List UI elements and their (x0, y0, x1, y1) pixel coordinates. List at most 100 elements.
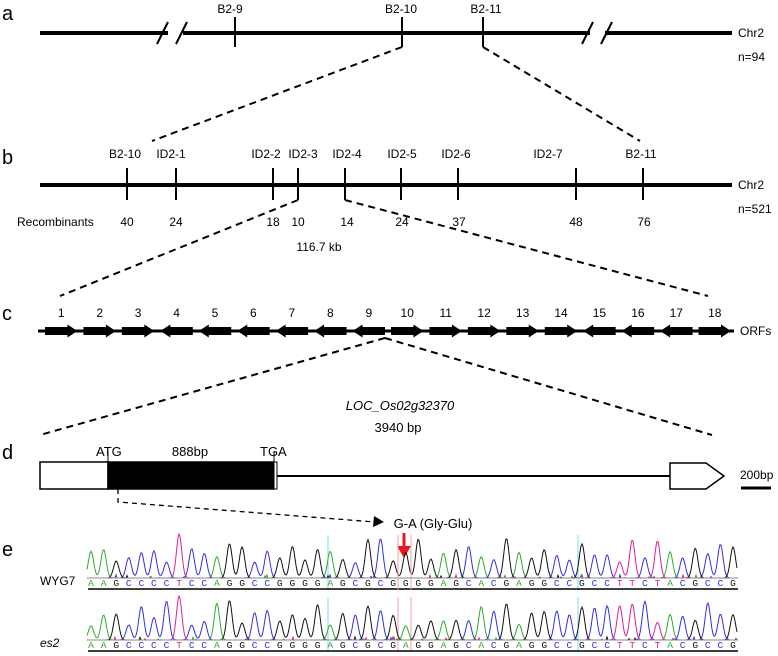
population-size: n=521 (738, 202, 772, 216)
base-call: G (415, 578, 421, 589)
base-call: G (227, 578, 233, 589)
base-call: A (441, 578, 447, 589)
base-call: A (478, 578, 484, 589)
base-call: C (151, 578, 157, 589)
orf-arrow (583, 324, 616, 338)
base-call: C (592, 578, 598, 589)
orf-number: 18 (708, 306, 722, 320)
cds-box (107, 461, 275, 490)
base-call: G (541, 578, 547, 589)
orf-arrow (391, 324, 424, 338)
orf-arrow (544, 324, 578, 338)
orf-arrow (352, 324, 385, 338)
base-call: C (718, 578, 724, 589)
base-call: G (290, 640, 296, 651)
mutation-arrow-head (397, 546, 411, 558)
panel-b: b B2-10 ID2-1 ID2-2 ID2-3 ID2-4 ID2-5 ID… (2, 147, 772, 254)
orf-number: 1 (58, 306, 65, 320)
panel-a: a B2-9 B2-10 B2-11 Chr2 n=94 (2, 2, 765, 64)
base-call: A (403, 640, 409, 651)
base-call: A (88, 640, 94, 651)
base-call: G (428, 578, 434, 589)
base-call: A (667, 578, 673, 589)
orf-track-label: ORFs (740, 324, 771, 338)
orf-number: 11 (439, 306, 452, 320)
panel-e-label: e (2, 539, 13, 561)
marker-label: B2-10 (109, 147, 141, 161)
utr-3-box (273, 461, 278, 490)
sample-name: WYG7 (40, 574, 76, 588)
base-call: C (139, 640, 145, 651)
orf-arrow (698, 324, 731, 338)
recombinant-count: 37 (452, 215, 466, 229)
zoom-line (384, 337, 713, 436)
marker-label: B2-9 (217, 2, 243, 16)
orf-number: 2 (96, 306, 103, 320)
base-call: G (277, 640, 283, 651)
base-call: C (252, 640, 258, 651)
base-call: G (730, 640, 736, 651)
marker-label: ID2-1 (156, 147, 186, 161)
base-call: G (302, 640, 308, 651)
base-call: T (655, 640, 661, 651)
gene-id: LOC_Os02g32370 (346, 398, 455, 413)
base-call: C (680, 640, 686, 651)
panel-b-label: b (2, 147, 13, 169)
break-mark (600, 21, 613, 45)
zoom-line (482, 46, 641, 142)
base-call: C (466, 578, 472, 589)
base-call: C (592, 640, 598, 651)
base-call: G (692, 578, 698, 589)
base-call: G (340, 578, 346, 589)
orf-number: 8 (327, 306, 334, 320)
base-call: C (189, 640, 195, 651)
panel-d-label: d (2, 442, 13, 464)
base-call: A (214, 640, 220, 651)
base-call: G (113, 578, 119, 589)
base-call: G (315, 578, 321, 589)
base-call: C (353, 640, 359, 651)
orf-arrow (83, 324, 116, 338)
orf-arrow (275, 324, 309, 338)
recombinant-count: 24 (169, 215, 183, 229)
marker-label: B2-11 (625, 147, 656, 161)
base-call: C (201, 640, 207, 651)
marker-label: B2-11 (470, 2, 501, 16)
recombinant-count: 40 (120, 215, 134, 229)
base-call: G (390, 640, 396, 651)
chromosome-label: Chr2 (738, 26, 764, 40)
base-call: A (101, 578, 107, 589)
base-call: G (403, 578, 409, 589)
recombinants-label: Recombinants (17, 215, 94, 229)
base-call: T (629, 578, 635, 589)
interval-size: 116.7 kb (296, 240, 341, 254)
orf-number: 6 (250, 306, 257, 320)
base-call: C (189, 578, 195, 589)
orf-arrow (121, 324, 155, 338)
base-call: C (604, 578, 610, 589)
base-call: G (227, 640, 233, 651)
marker-label: B2-10 (385, 2, 417, 16)
trace-t (87, 532, 737, 579)
base-call: G (277, 578, 283, 589)
start-codon-label: ATG (96, 444, 122, 459)
base-call: C (353, 578, 359, 589)
zoom-line (151, 46, 403, 142)
base-call: G (453, 640, 459, 651)
marker-label: ID2-6 (441, 147, 471, 161)
base-call: G (239, 578, 245, 589)
base-call: T (617, 578, 623, 589)
sample-name: es2 (40, 636, 60, 650)
base-call: C (554, 578, 560, 589)
base-call: G (365, 578, 371, 589)
break-mark (581, 21, 594, 45)
orf-number: 12 (477, 306, 491, 320)
base-call: C (378, 578, 384, 589)
base-call: G (390, 578, 396, 589)
base-call: G (428, 640, 434, 651)
base-call: T (176, 640, 182, 651)
base-call: G (529, 578, 535, 589)
